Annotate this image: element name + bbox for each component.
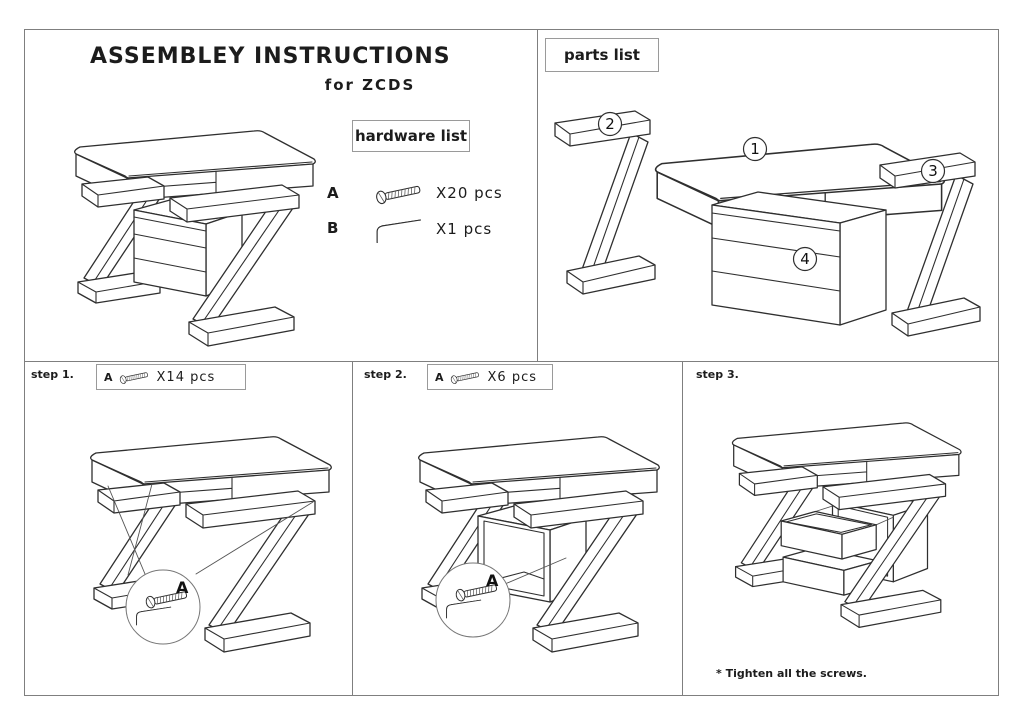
parts-illustration: 2 1 3 4 (554, 110, 981, 337)
step-2-callout-label: A (486, 571, 499, 590)
step-1-hardware-qty: X14 pcs (156, 369, 216, 385)
step-1-hardware-box: A X14 pcs (96, 364, 246, 390)
page-title: ASSEMBLEY INSTRUCTIONS (90, 44, 451, 69)
step-2-label: step 2. (364, 368, 407, 381)
hardware-item-b-qty: X1 pcs (436, 220, 493, 238)
step-1-label: step 1. (31, 368, 74, 381)
hardware-list-title: hardware list (354, 127, 468, 145)
step-3-illustration (731, 422, 962, 629)
part-leg-2-drawing (554, 110, 656, 295)
screw-icon (372, 179, 428, 209)
sheet-outer-border (24, 29, 999, 696)
step-2-hardware-label: A (435, 370, 444, 384)
step-1-illustration: A (90, 436, 332, 653)
screw-pointer-line (504, 557, 567, 585)
step-3-label: step 3. (696, 368, 739, 381)
page-subtitle: for ZCDS (324, 76, 416, 94)
part-number-3: 3 (928, 162, 938, 180)
tool-callout-circle (436, 563, 510, 637)
allen-key-icon (368, 215, 428, 245)
panel-divider-bottom-1 (352, 361, 353, 696)
parts-list-box: parts list (545, 38, 659, 72)
hardware-item-a-label: A (327, 184, 339, 202)
panel-divider-bottom-2 (682, 361, 683, 696)
part-number-4: 4 (800, 250, 810, 268)
hardware-item-b-label: B (327, 219, 339, 237)
part-number-badge-1: 1 (742, 136, 768, 162)
parts-list-title: parts list (564, 46, 640, 64)
step-2-hardware-qty: X6 pcs (487, 369, 537, 385)
part-number-2: 2 (605, 115, 615, 133)
panel-divider-top (537, 29, 538, 362)
step-2-illustration: A (418, 436, 660, 653)
part-number-badge-4: 4 (792, 246, 818, 272)
part-number-1: 1 (750, 140, 760, 158)
hardware-list-box: hardware list (352, 120, 470, 152)
hardware-item-a-qty: X20 pcs (436, 184, 503, 202)
part-number-badge-2: 2 (597, 111, 623, 137)
step-3-note: * Tighten all the screws. (716, 667, 867, 680)
screw-pointer-lines (107, 483, 314, 576)
part-cabinet-drawing (711, 191, 887, 326)
part-number-badge-3: 3 (920, 158, 946, 184)
assembled-desk-illustration (74, 130, 316, 347)
step-1-hardware-label: A (104, 370, 113, 384)
step-2-hardware-box: A X6 pcs (427, 364, 553, 390)
tool-callout-circle (126, 570, 200, 644)
panel-divider-horizontal (24, 361, 999, 362)
step-1-callout-label: A (176, 578, 189, 597)
